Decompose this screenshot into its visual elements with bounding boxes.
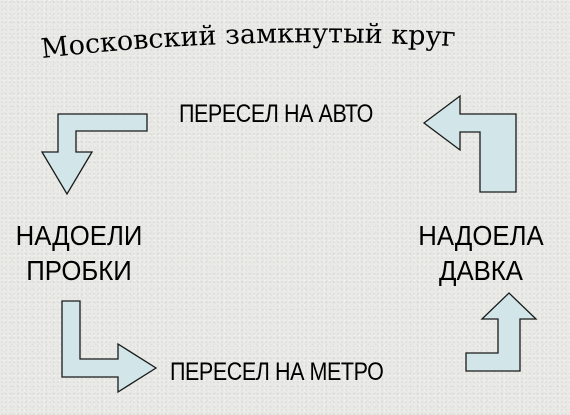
cycle-step-right: НАДОЕЛА ДАВКА — [412, 218, 550, 288]
bent-arrow-left-icon — [422, 94, 518, 194]
cycle-step-left-line2: ПРОБКИ — [26, 255, 132, 286]
cycle-step-bottom: ПЕРЕСЕЛ НА МЕТРО — [170, 358, 384, 386]
slide-title-text: Московский замкнутый круг — [39, 18, 456, 65]
slide-title: Московский замкнутый круг — [39, 18, 535, 65]
cycle-step-top: ПЕРЕСЕЛ НА АВТО — [179, 100, 373, 128]
cycle-step-left-line1: НАДОЕЛИ — [15, 220, 143, 251]
cycle-step-right-line1: НАДОЕЛА — [418, 220, 544, 251]
cycle-step-right-line2: ДАВКА — [438, 255, 524, 286]
cycle-step-left: НАДОЕЛИ ПРОБКИ — [10, 218, 148, 288]
bent-arrow-up-icon — [464, 292, 538, 373]
bent-arrow-right-icon — [61, 300, 158, 394]
bent-arrow-down-icon — [40, 112, 149, 196]
